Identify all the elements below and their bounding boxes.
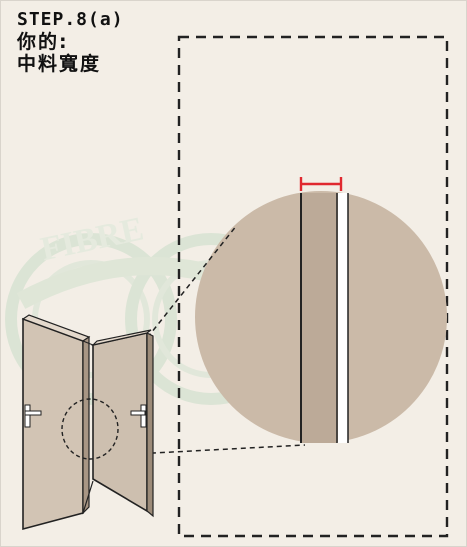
door-handle-icon: [130, 404, 147, 428]
step-subtitle: 你的:: [17, 30, 69, 53]
step-label: STEP.8(a): [17, 9, 124, 30]
step-title: 中料寬度: [17, 53, 102, 76]
leader-line-bottom: [96, 444, 306, 457]
magnified-view: [195, 191, 447, 443]
double-door: [21, 314, 154, 531]
width-measure-icon: [299, 177, 343, 191]
door-handle-icon: [24, 404, 42, 428]
step-heading: STEP.8(a) 你的: 中料寬度: [17, 9, 124, 76]
zoom-frame: [177, 35, 449, 538]
detail-callout-circle: [61, 398, 119, 460]
